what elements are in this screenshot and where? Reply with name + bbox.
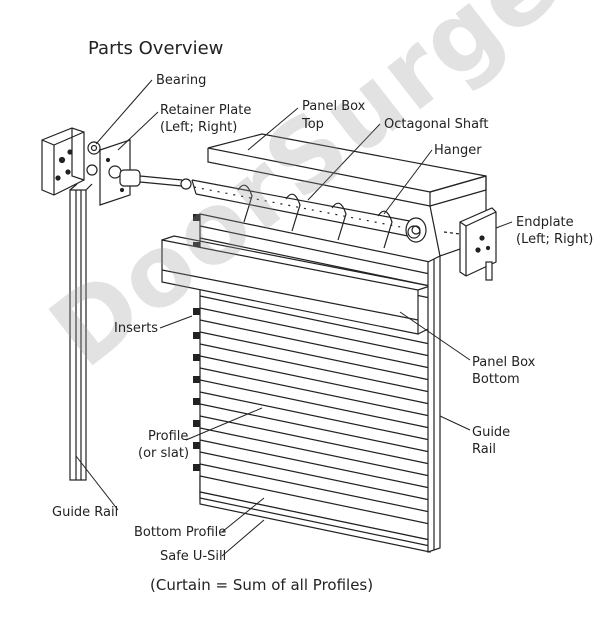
right-endplate xyxy=(443,207,497,281)
leader-lines xyxy=(75,79,513,557)
label-bottom-profile: Bottom Profile xyxy=(134,525,227,540)
label-guide-rail-right: Guide xyxy=(472,425,511,440)
label-retainer-plate: Retainer Plate xyxy=(160,103,252,118)
label-guide-rail-left: Guide Rail xyxy=(52,505,119,520)
left-endplate xyxy=(41,127,85,196)
safe-u-sill-part xyxy=(199,491,431,553)
label-guide-rail-right-line2: Rail xyxy=(472,442,496,457)
left-guide-rail xyxy=(69,183,93,481)
label-panel-box-top-line2: Top xyxy=(302,117,324,132)
label-octagonal-shaft: Octagonal Shaft xyxy=(384,117,489,132)
diagram-caption: (Curtain = Sum of all Profiles) xyxy=(150,576,374,594)
label-bearing: Bearing xyxy=(156,73,207,88)
label-endplate: Endplate xyxy=(516,215,574,230)
hanger-parts xyxy=(237,184,393,249)
insert-parts xyxy=(193,214,200,471)
label-panel-box-bottom-line2: Bottom xyxy=(472,372,520,387)
diagram-title: Parts Overview xyxy=(88,38,224,59)
label-profile-alt: (or slat) xyxy=(138,446,190,461)
label-endplate-sides: (Left; Right) xyxy=(516,232,594,247)
label-retainer-plate-sides: (Left; Right) xyxy=(160,120,238,135)
label-panel-box-bottom: Panel Box xyxy=(472,355,536,370)
panel-box-bottom-part xyxy=(161,235,433,335)
label-hanger: Hanger xyxy=(434,143,482,158)
label-inserts: Inserts xyxy=(114,321,159,336)
axle-stub xyxy=(119,169,192,190)
bearing-part xyxy=(86,141,101,176)
label-panel-box-top: Panel Box xyxy=(302,99,366,114)
right-guide-rail xyxy=(427,255,441,553)
label-profile: Profile xyxy=(148,429,189,444)
label-safe-u-sill: Safe U-Sill xyxy=(160,549,227,564)
octagonal-shaft-part xyxy=(191,179,427,243)
retainer-plate-part xyxy=(99,139,131,206)
